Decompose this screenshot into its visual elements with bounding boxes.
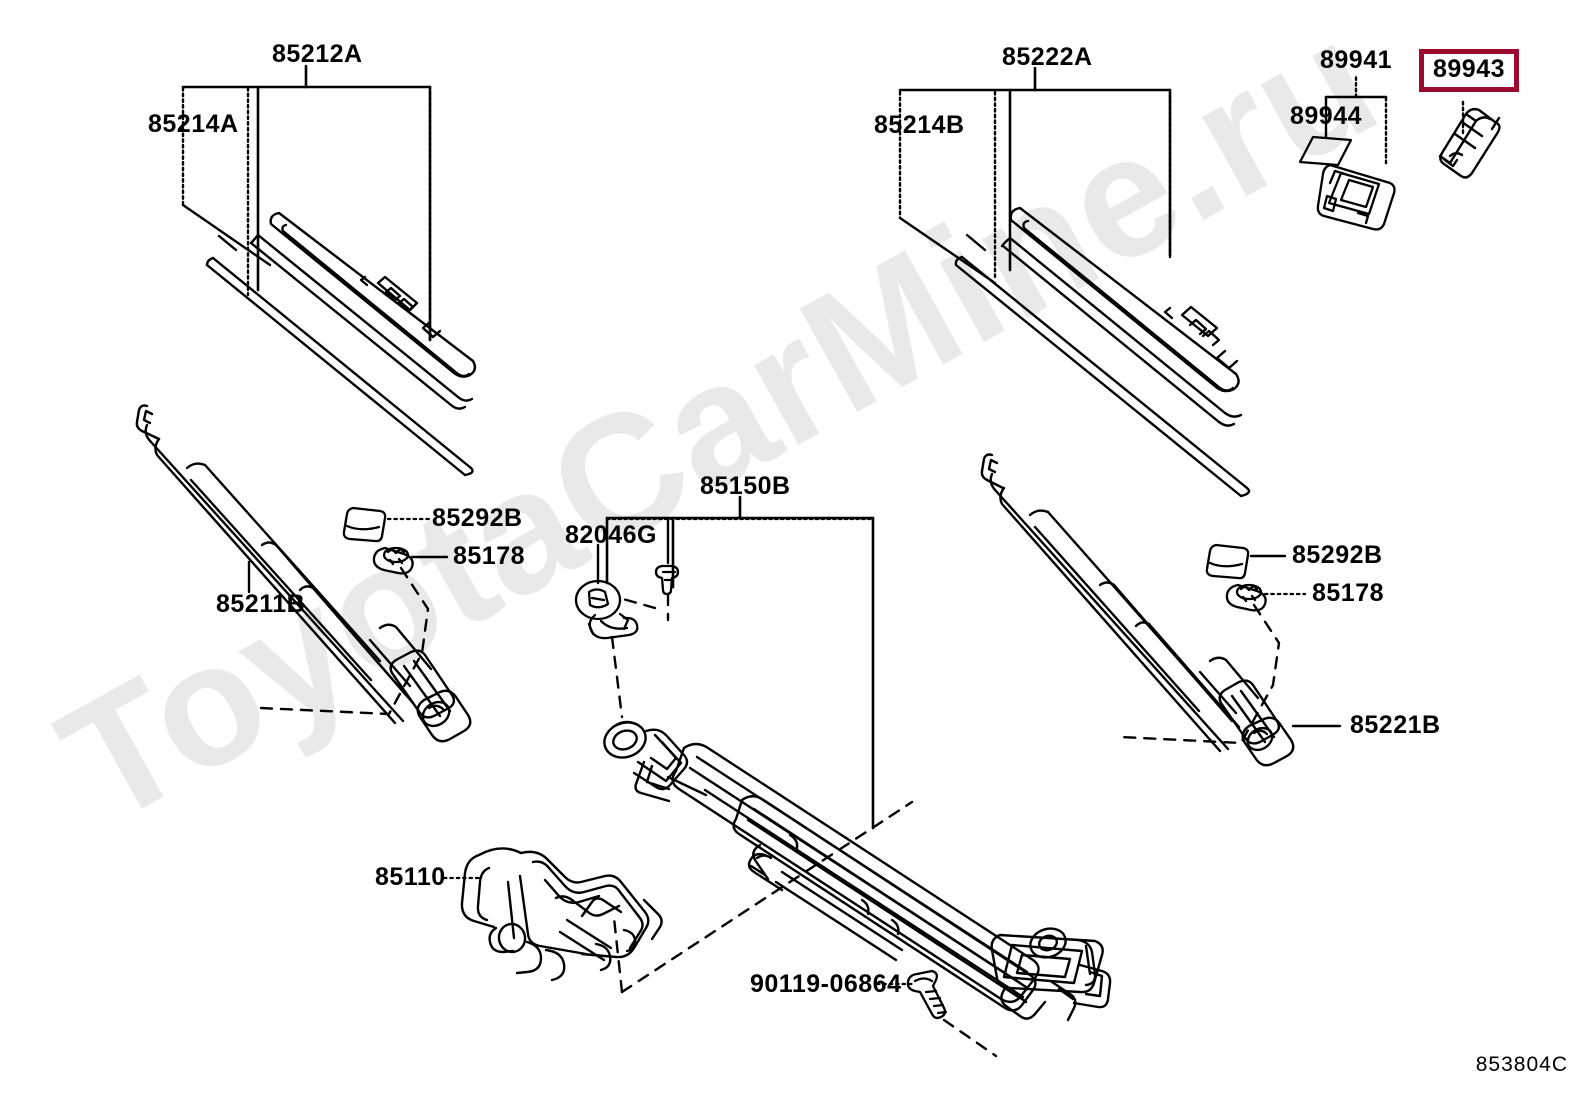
part-85292B-left-cap xyxy=(342,506,387,543)
part-82046G-connector xyxy=(574,579,639,640)
part-label-85292B-right[interactable]: 85292B xyxy=(1292,541,1383,569)
part-label-85150B[interactable]: 85150B xyxy=(700,472,791,500)
part-85178-left-grommet xyxy=(372,546,414,575)
part-85178-right-grommet xyxy=(1225,583,1267,612)
part-85110-wiper-motor xyxy=(460,847,663,982)
part-85221B-wiper-arm xyxy=(980,453,1295,767)
assembly-path-82046G xyxy=(610,635,624,719)
part-85211B-wiper-arm xyxy=(135,404,472,743)
part-89941-rain-sensor xyxy=(1316,163,1396,231)
assembly-path-90119 xyxy=(942,1018,998,1058)
part-85150B-link-assembly xyxy=(603,720,1112,1022)
part-label-85110[interactable]: 85110 xyxy=(375,863,446,891)
part-label-85214A[interactable]: 85214A xyxy=(148,110,239,138)
diagram-code: 853804C xyxy=(1475,1053,1568,1076)
assembly-path-85178-right xyxy=(1119,603,1281,745)
assembly-path-85178-left xyxy=(259,566,430,716)
wiper-blade-right xyxy=(954,206,1251,498)
assembly-path-85110 xyxy=(612,800,914,994)
part-label-85214B[interactable]: 85214B xyxy=(874,111,965,139)
part-label-90119-06864[interactable]: 90119-06864 xyxy=(750,970,902,998)
part-85150B-pin xyxy=(654,564,680,596)
bracket-85214B xyxy=(898,90,1172,282)
part-label-82046G[interactable]: 82046G xyxy=(565,521,657,549)
assembly-path-85150B-pin xyxy=(621,592,670,622)
part-label-85212A[interactable]: 85212A xyxy=(272,40,363,68)
bracket-85214A xyxy=(181,86,432,342)
part-89944-gel-pad xyxy=(1298,135,1353,167)
part-label-89943-highlighted[interactable]: 89943 xyxy=(1419,49,1520,92)
part-label-85221B[interactable]: 85221B xyxy=(1350,711,1441,739)
part-label-85178-right[interactable]: 85178 xyxy=(1312,579,1385,607)
part-85292B-right-cap xyxy=(1205,543,1250,580)
leader-89941 xyxy=(1354,74,1388,168)
part-label-85222A[interactable]: 85222A xyxy=(1002,43,1093,71)
part-89943-sensor-cover xyxy=(1438,107,1501,179)
part-label-85178-left[interactable]: 85178 xyxy=(453,542,526,570)
part-label-85211B[interactable]: 85211B xyxy=(216,590,306,618)
wiper-blade-left xyxy=(205,211,477,477)
part-label-89941[interactable]: 89941 xyxy=(1320,46,1393,74)
part-90119-bolt xyxy=(906,969,948,1020)
part-label-85292B-left[interactable]: 85292B xyxy=(432,504,523,532)
part-label-89944[interactable]: 89944 xyxy=(1290,102,1363,130)
